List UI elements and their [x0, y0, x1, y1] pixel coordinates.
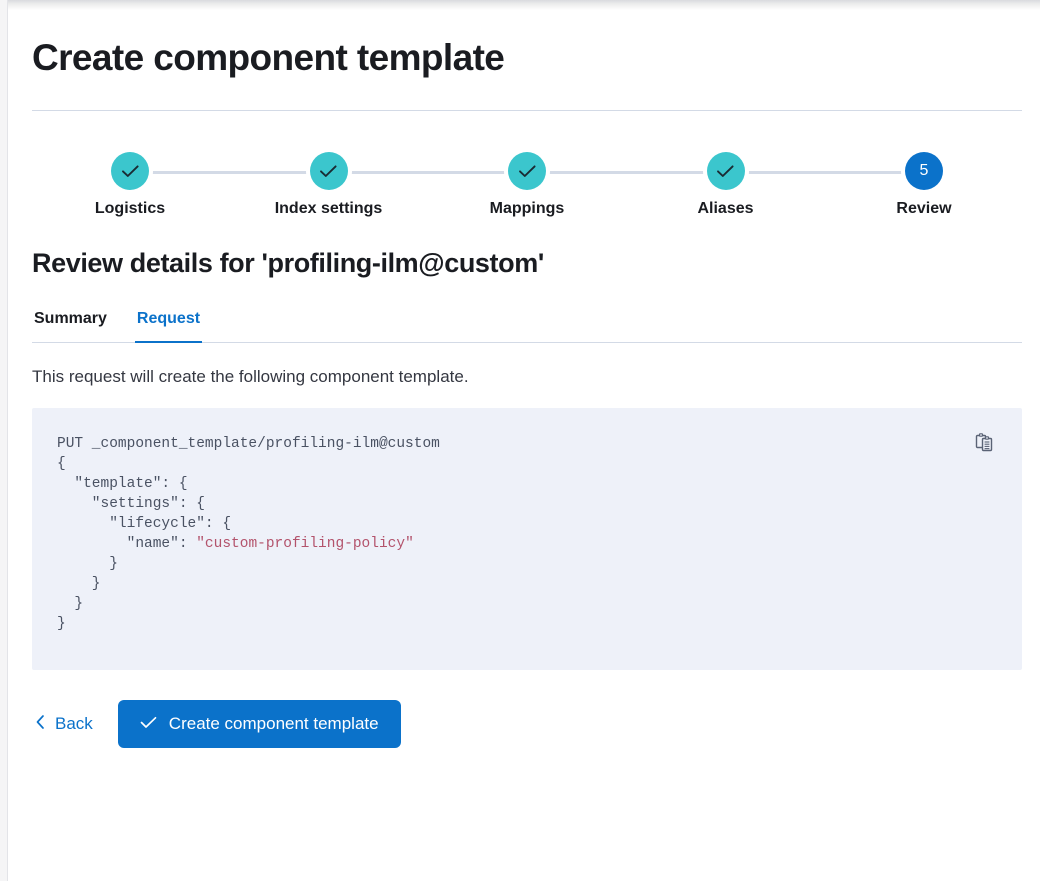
- tab-request[interactable]: Request: [134, 306, 203, 343]
- tab-summary[interactable]: Summary: [32, 306, 109, 343]
- page-title: Create component template: [32, 37, 505, 78]
- request-description: This request will create the following c…: [32, 367, 469, 386]
- header-divider: [32, 110, 1022, 111]
- step-number: 5: [919, 162, 929, 179]
- step-circle: [706, 152, 745, 190]
- step-aliases[interactable]: Aliases: [628, 152, 824, 218]
- step-circle: [508, 152, 546, 190]
- create-component-template-button[interactable]: Create component template: [117, 700, 401, 748]
- check-icon: [518, 164, 536, 177]
- step-mappings[interactable]: Mappings: [429, 152, 625, 218]
- create-component-template-page: Create component template Logistics Index…: [9, 10, 1040, 881]
- tab-bar: Summary Request: [32, 306, 1022, 343]
- step-label: Aliases: [697, 200, 754, 217]
- step-label: Mappings: [489, 200, 565, 217]
- step-index-settings[interactable]: Index settings: [231, 152, 427, 218]
- step-label: Logistics: [94, 200, 166, 217]
- window-top-shadow: [8, 0, 1040, 10]
- check-icon-svg: [140, 716, 157, 728]
- step-circle: [309, 152, 348, 190]
- check-icon: [121, 164, 139, 177]
- back-button[interactable]: Back: [32, 708, 95, 741]
- chevron-left-icon-svg: [36, 714, 44, 729]
- copy-clipboard-icon[interactable]: [972, 430, 998, 456]
- request-code-text: PUT _component_template/profiling-ilm@cu…: [57, 436, 440, 632]
- review-heading: Review details for 'profiling-ilm@custom…: [32, 248, 544, 278]
- step-circle: 5: [905, 152, 943, 190]
- back-button-label: Back: [55, 714, 93, 733]
- request-code-block: PUT _component_template/profiling-ilm@cu…: [32, 408, 1022, 670]
- check-icon: [717, 164, 734, 177]
- check-icon: [320, 164, 337, 177]
- step-circle: [111, 152, 149, 190]
- copy-clipboard-icon-svg: [975, 433, 993, 452]
- chevron-left-icon: [34, 714, 46, 735]
- wizard-actions: Back Create component template: [32, 700, 1040, 748]
- step-label: Review: [896, 200, 952, 217]
- step-logistics[interactable]: Logistics: [32, 152, 228, 218]
- check-icon: [140, 714, 157, 734]
- create-component-template-button-label: Create component template: [168, 714, 379, 733]
- flyout-left-edge: [0, 0, 8, 881]
- step-label: Index settings: [274, 200, 383, 217]
